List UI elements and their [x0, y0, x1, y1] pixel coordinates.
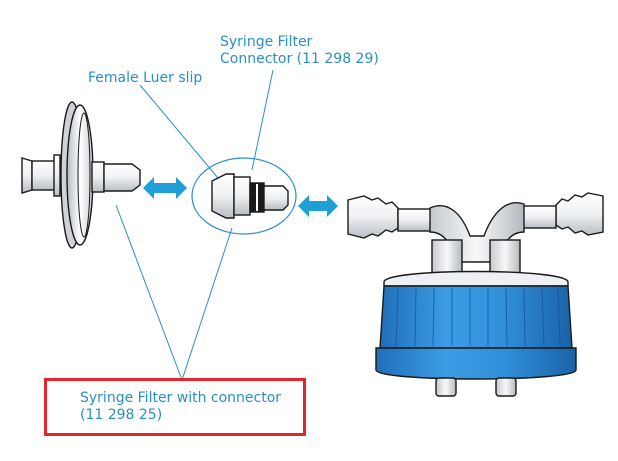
label-connector: Syringe Filter Connector (11 298 29) [220, 34, 379, 68]
label-female-luer-slip: Female Luer slip [88, 70, 203, 86]
bottle-cap-assembly [347, 192, 604, 397]
highlight-box [44, 378, 306, 436]
double-arrow-right [298, 195, 338, 217]
leader-lines [115, 69, 274, 381]
label-syringe-filter: Syringe Filter with connector (11 298 25… [80, 390, 281, 424]
connector-highlight-ellipse [191, 157, 297, 235]
label-syringe-filter-line1: Syringe Filter with connector [80, 390, 282, 406]
label-connector-line1: Syringe Filter [220, 34, 313, 50]
syringe-filter [21, 101, 141, 249]
double-arrow-left [143, 177, 187, 199]
label-connector-line2: Connector (11 298 29) [220, 51, 379, 67]
syringe-filter-connector [211, 173, 289, 219]
label-syringe-filter-line2: (11 298 25) [80, 407, 163, 423]
